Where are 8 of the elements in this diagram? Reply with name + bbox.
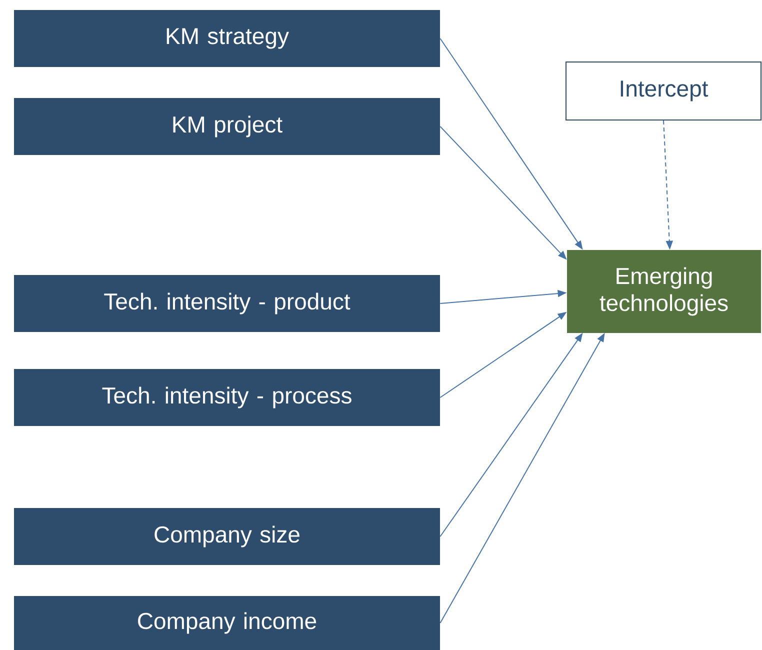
variable-box: Tech. intensity - process bbox=[14, 369, 440, 426]
intercept-box: Intercept bbox=[566, 62, 762, 120]
variable-box: Company income bbox=[14, 596, 440, 650]
variable-box: KM strategy bbox=[14, 10, 440, 67]
variable-box: Tech. intensity - product bbox=[14, 275, 440, 332]
variable-box: KM project bbox=[14, 98, 440, 155]
outcome-box: Emerging technologies bbox=[567, 250, 762, 333]
variable-box: Company size bbox=[14, 508, 440, 565]
